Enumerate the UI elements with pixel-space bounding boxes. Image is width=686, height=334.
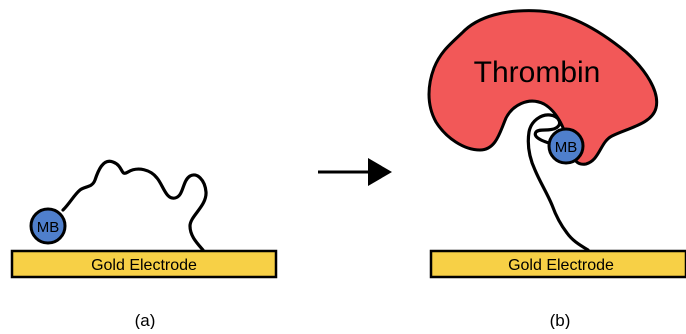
methylene-blue-b <box>547 127 585 165</box>
panel-b: Thrombin Gold Electrode MB (b) <box>427 9 686 330</box>
panel-a: Gold Electrode MB (a) <box>10 159 278 330</box>
gold-electrode-b <box>429 249 686 279</box>
gold-electrode-label-b: Gold Electrode <box>508 257 614 274</box>
gold-electrode-a <box>10 249 278 279</box>
aptamer-strand-unfolded <box>61 159 208 252</box>
gold-electrode-label-a: Gold Electrode <box>91 257 197 274</box>
caption-b: (b) <box>550 311 571 329</box>
mb-label-b: MB <box>555 139 578 156</box>
thrombin-label: Thrombin <box>474 56 601 89</box>
caption-a: (a) <box>135 311 156 329</box>
transition-arrow <box>318 158 392 186</box>
mb-label-a: MB <box>37 219 60 236</box>
methylene-blue-a <box>29 207 67 245</box>
aptamer-strand-folded <box>526 113 590 252</box>
